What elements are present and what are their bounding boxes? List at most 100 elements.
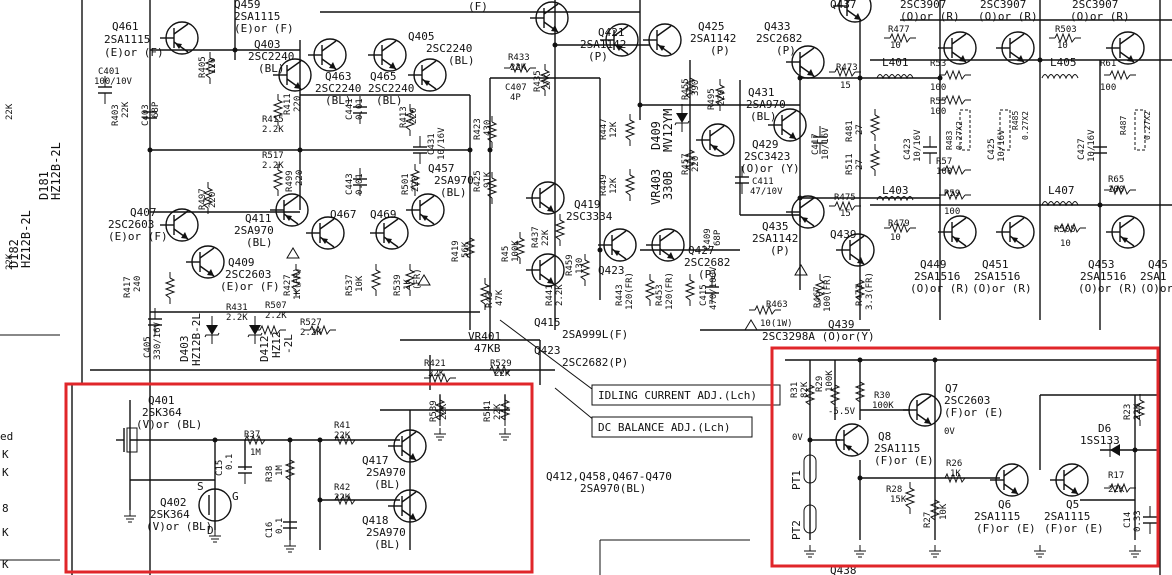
r503-value: 10 xyxy=(1057,41,1068,51)
q6-grade: (F)or (E) xyxy=(976,522,1036,535)
q415-label: Q415 xyxy=(534,316,561,329)
q418-part: 2SA970 xyxy=(366,526,406,539)
c409-value: 68P xyxy=(713,229,723,246)
q457-label: Q457 xyxy=(428,162,455,175)
r421-value: 22K xyxy=(428,369,445,379)
q441-grade: (O)or (R) xyxy=(978,10,1038,23)
q423-label: Q423 xyxy=(598,264,625,277)
r53-label: R53 xyxy=(930,59,946,69)
q445-grade: (O)or (R) xyxy=(1070,10,1130,23)
d403-part: HZ12B-2L xyxy=(190,313,203,366)
r65-value: 100 xyxy=(1108,185,1124,195)
q419-label: Q419 xyxy=(574,198,601,211)
r411-value: 220 xyxy=(293,96,303,112)
c16-label: C16 xyxy=(265,522,275,538)
r38-value: 1M xyxy=(275,465,285,476)
r527-value: 2.2K xyxy=(300,328,322,338)
r539t-value: 1K xyxy=(403,279,413,290)
d6-label: D6 xyxy=(1098,422,1111,435)
q403-grade: (BL) xyxy=(258,62,285,75)
r28-label: R28 xyxy=(886,485,902,495)
r417-label: R417 xyxy=(123,276,133,298)
q425-grade: (P) xyxy=(710,44,730,57)
c425-label: C425 xyxy=(987,138,997,160)
r43-label: R43 xyxy=(485,292,495,308)
q425-part: 2SA1142 xyxy=(690,32,736,45)
q417-part: 2SA970 xyxy=(366,466,406,479)
r479-label: R479 xyxy=(888,219,910,229)
q425-label: Q425 xyxy=(698,20,725,33)
q433-grade: (P) xyxy=(776,44,796,57)
q467-label: Q467 xyxy=(330,208,357,221)
q409-grade: (E)or (F) xyxy=(220,280,280,293)
r507-label: R507 xyxy=(265,301,287,311)
q451-grade: (O)or (R) xyxy=(972,282,1032,295)
r433-value: 22K xyxy=(510,63,527,73)
q419-part: 2SC3334 xyxy=(566,210,613,223)
q463-grade: (BL) xyxy=(325,94,352,107)
r31-label: R31 xyxy=(790,382,800,398)
idling-box xyxy=(591,384,781,406)
r541-label: R541 xyxy=(483,400,493,422)
r427-value: 1K(FR) xyxy=(293,267,303,300)
q445-part: 2SC3907 xyxy=(1072,0,1118,11)
q431-part: 2SA970 xyxy=(746,98,786,111)
q401-part: 2SK364 xyxy=(142,406,182,419)
q6-label: Q6 xyxy=(998,498,1011,511)
voltage-neg-5-5v: -5.5V xyxy=(828,407,856,417)
q427-part: 2SC2682 xyxy=(684,256,730,269)
r467-value: 100(FR) xyxy=(823,274,833,312)
top-right-labels: 2SC3907 (O)or (R) 2SC3907 (O)or (R) 2SC3… xyxy=(882,0,1172,295)
q441-part: 2SC3907 xyxy=(980,0,1026,11)
r497-label: R497 xyxy=(198,188,208,210)
c15-label: C15 xyxy=(215,460,225,476)
q402-label: Q402 xyxy=(160,496,187,509)
r537-value: 10K xyxy=(355,275,365,292)
voltage-0v-q8: 0V xyxy=(792,433,803,443)
q427-grade: (P) xyxy=(698,268,718,281)
r59-value: 100 xyxy=(944,207,960,217)
q421-grade: (P) xyxy=(588,50,608,63)
r443-label: R443 xyxy=(615,284,625,306)
c427-label: C427 xyxy=(1077,138,1087,160)
q407-label: Q407 xyxy=(130,206,157,219)
r45-value: 100K xyxy=(511,240,521,262)
r30-label: R30 xyxy=(874,391,890,401)
r61-label: R61 xyxy=(1100,59,1116,69)
q418-grade: (BL) xyxy=(374,538,401,551)
r23-value: 22K xyxy=(1133,403,1143,420)
r475-label: R475 xyxy=(834,193,856,203)
c431-label: C431 xyxy=(427,133,437,155)
q431-label: Q431 xyxy=(748,86,775,99)
q455-part: 2SA1 xyxy=(1140,270,1167,283)
r403-value: 22K xyxy=(121,101,131,118)
q403-label: Q403 xyxy=(254,38,281,51)
c443-value: 0.01 xyxy=(355,173,365,195)
r539t-label: R539 xyxy=(393,274,403,296)
d412-suffix: -2L xyxy=(282,334,295,354)
r457-value: 220 xyxy=(691,156,701,172)
r423-label: R423 xyxy=(473,118,483,140)
q437-grade: (O)or (R) xyxy=(900,10,960,23)
vr403-label: VR403 xyxy=(649,169,663,205)
r425-value: 91K xyxy=(483,171,493,188)
top-f-label: (F) xyxy=(468,0,488,13)
d409-part: MV12YM xyxy=(661,109,675,152)
r449-label: R449 xyxy=(599,174,609,196)
q402-pin-s: S xyxy=(197,480,204,493)
pt1-label: PT1 xyxy=(790,470,803,490)
c16-value: 0.1 xyxy=(275,518,285,534)
q459-part: 2SA1115 xyxy=(234,10,280,23)
r413-label: R413 xyxy=(399,106,409,128)
r485-value: 0.27X2 xyxy=(1021,111,1030,140)
top-middle-labels: R433 22K C407 4P R435 27K Q421 2SA1142 (… xyxy=(424,0,875,438)
r511-label: R511 xyxy=(845,153,855,175)
q435-part: 2SA1142 xyxy=(752,232,798,245)
q459-label: Q459 xyxy=(234,0,261,11)
q8-grade: (F)or (E) xyxy=(874,454,934,467)
c14-label: C14 xyxy=(1123,512,1133,528)
c441-value: 0.01 xyxy=(355,98,365,120)
r457-label: R457 xyxy=(681,153,691,175)
r41-label: R41 xyxy=(334,421,350,431)
q403-part: 2SC2240 xyxy=(248,50,294,63)
